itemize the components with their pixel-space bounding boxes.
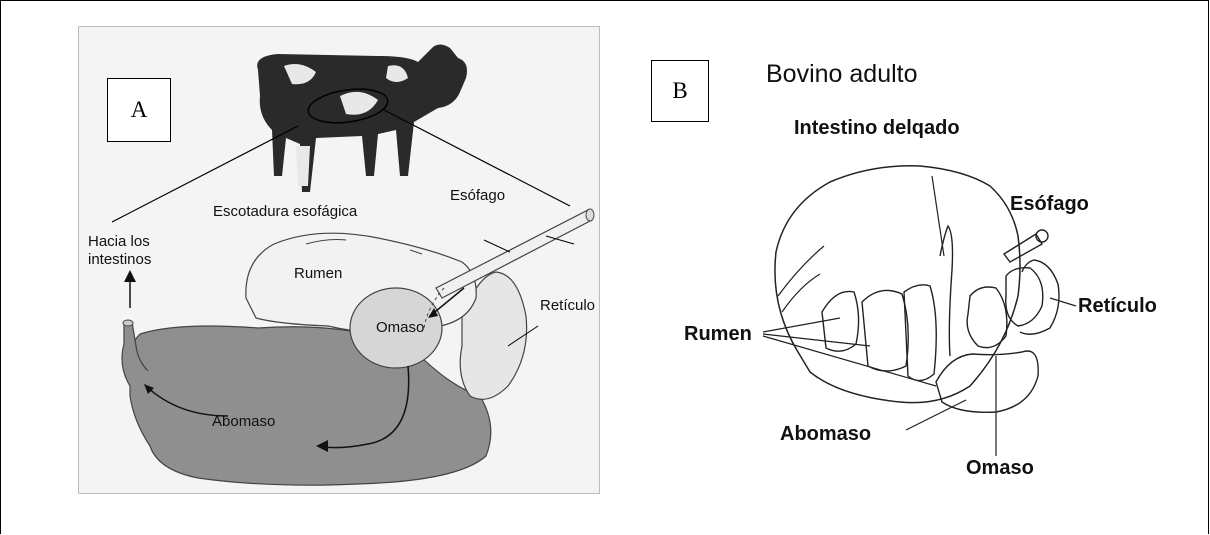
rumen-outline <box>775 166 1020 403</box>
abomaso-outline <box>936 351 1038 412</box>
adult-bovine-stomach-diagram: Bovino adulto Intestino delqado Esófago … <box>650 56 1210 496</box>
label-omaso: Omaso <box>376 319 424 336</box>
label-rumen: Rumen <box>684 323 752 345</box>
label-abomaso: Abomaso <box>212 413 275 430</box>
omaso-outline <box>967 287 1007 348</box>
label-reticulo: Retículo <box>540 297 595 314</box>
label-reticulo: Retículo <box>1078 295 1157 317</box>
label-esofago: Esófago <box>1010 193 1089 215</box>
panel-b-letter: B <box>651 60 709 122</box>
label-intestino: Intestino delqado <box>794 117 960 139</box>
panel-b-title: Bovino adulto <box>766 60 918 88</box>
label-rumen: Rumen <box>294 265 342 282</box>
label-hacia-line1: Hacia los <box>88 233 150 250</box>
label-omaso: Omaso <box>966 457 1034 479</box>
panel-a-letter: A <box>107 78 171 142</box>
label-esofago: Esófago <box>450 187 505 204</box>
label-abomaso: Abomaso <box>780 423 871 445</box>
label-escotadura: Escotadura esofágica <box>213 203 358 220</box>
label-hacia-line2: intestinos <box>88 251 151 268</box>
